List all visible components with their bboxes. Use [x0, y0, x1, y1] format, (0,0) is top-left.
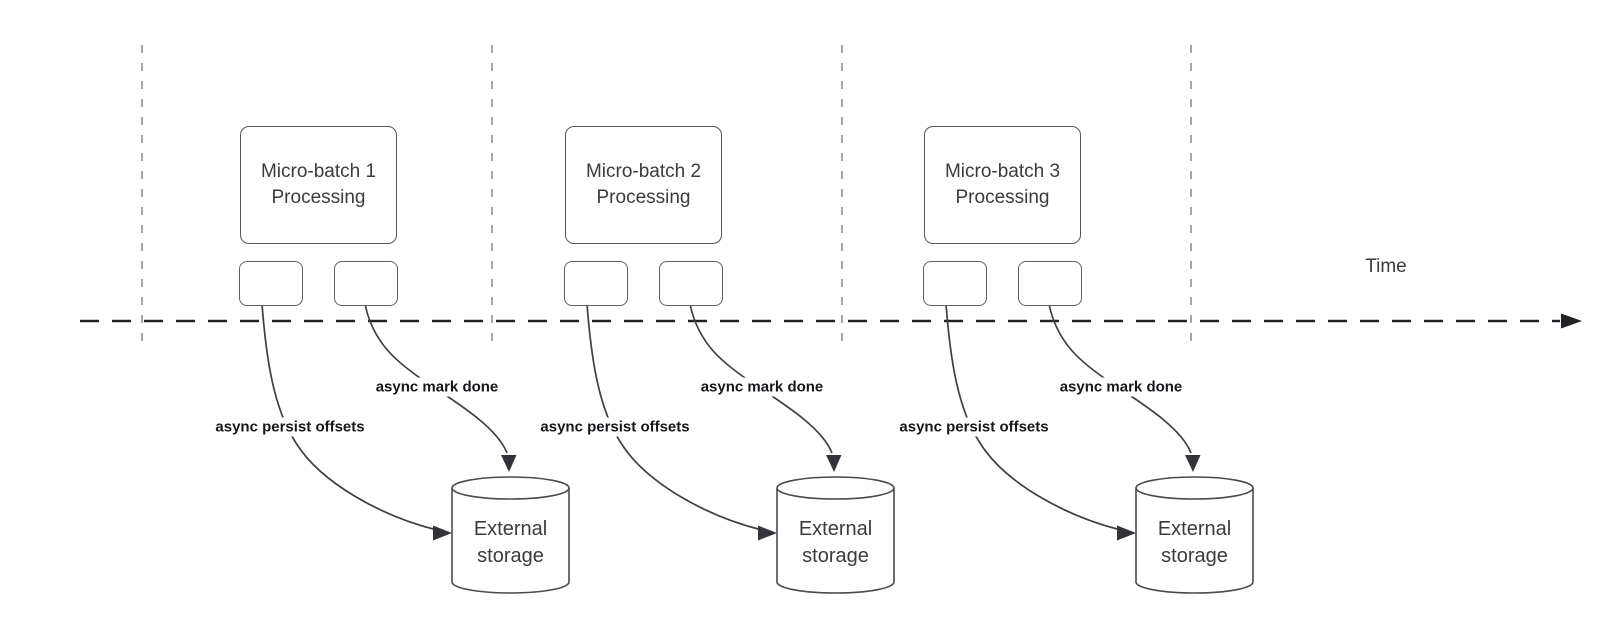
- storage-cylinders: [451, 476, 1254, 594]
- persist-arrowhead-icon: [758, 525, 777, 541]
- external-storage-label-line2: storage: [477, 545, 544, 567]
- external-storage-label-line1: External: [473, 518, 548, 540]
- async-mark-done-label: async mark done: [372, 377, 502, 397]
- external-storage-label-line2: storage: [1161, 545, 1228, 567]
- async-persist-offsets-label: async persist offsets: [537, 417, 693, 437]
- mark-arrowhead-icon: [501, 455, 517, 472]
- persist-arrowhead-icon: [1117, 525, 1136, 541]
- external-storage-cylinder-top: [776, 476, 895, 500]
- external-storage-label: External storage: [452, 516, 569, 570]
- external-storage-cylinder-body: [776, 488, 895, 594]
- external-storage-cylinder-body: [1135, 488, 1254, 594]
- mark-arrowhead-icon: [1185, 455, 1201, 472]
- external-storage-label-line1: External: [1157, 518, 1232, 540]
- async-mark-done-label: async mark done: [697, 377, 827, 397]
- time-label: Time: [1365, 256, 1407, 277]
- async-mark-done-label: async mark done: [1056, 377, 1186, 397]
- external-storage-cylinder-top: [451, 476, 570, 500]
- processing-box-title-line2: Processing: [271, 187, 366, 208]
- persist-offsets-arrow: [261, 303, 438, 531]
- processing-box-title-line1: Micro-batch 1: [260, 161, 377, 182]
- processing-box-title-line2: Processing: [596, 187, 691, 208]
- async-persist-offsets-label: async persist offsets: [896, 417, 1052, 437]
- batch-boundary-lines: [141, 45, 1192, 342]
- mark-arrowhead-icon: [826, 455, 842, 472]
- micro-batch-2-processing-box: Micro-batch 2 Processing: [565, 126, 722, 244]
- processing-box-title-line1: Micro-batch 3: [944, 161, 1061, 182]
- persist-offsets-arrow: [945, 303, 1122, 531]
- micro-batch-3-processing-box: Micro-batch 3 Processing: [924, 126, 1081, 244]
- small-box-a: [923, 261, 987, 306]
- time-axis-arrow-icon: [1561, 313, 1582, 329]
- persist-arrowhead-icon: [433, 525, 452, 541]
- processing-box-title-line1: Micro-batch 2: [585, 161, 702, 182]
- external-storage-label-line1: External: [798, 518, 873, 540]
- small-box-b: [1018, 261, 1082, 306]
- external-storage-label: External storage: [777, 516, 894, 570]
- small-box-b: [659, 261, 723, 306]
- small-box-a: [564, 261, 628, 306]
- async-persist-offsets-label: async persist offsets: [212, 417, 368, 437]
- small-box-b: [334, 261, 398, 306]
- external-storage-label-line2: storage: [802, 545, 869, 567]
- external-storage-label: External storage: [1136, 516, 1253, 570]
- external-storage-cylinder-body: [451, 488, 570, 594]
- small-box-a: [239, 261, 303, 306]
- time-axis: [80, 313, 1582, 329]
- persist-offsets-arrow: [586, 303, 763, 531]
- external-storage-cylinder-top: [1135, 476, 1254, 500]
- processing-box-title-line2: Processing: [955, 187, 1050, 208]
- micro-batch-1-processing-box: Micro-batch 1 Processing: [240, 126, 397, 244]
